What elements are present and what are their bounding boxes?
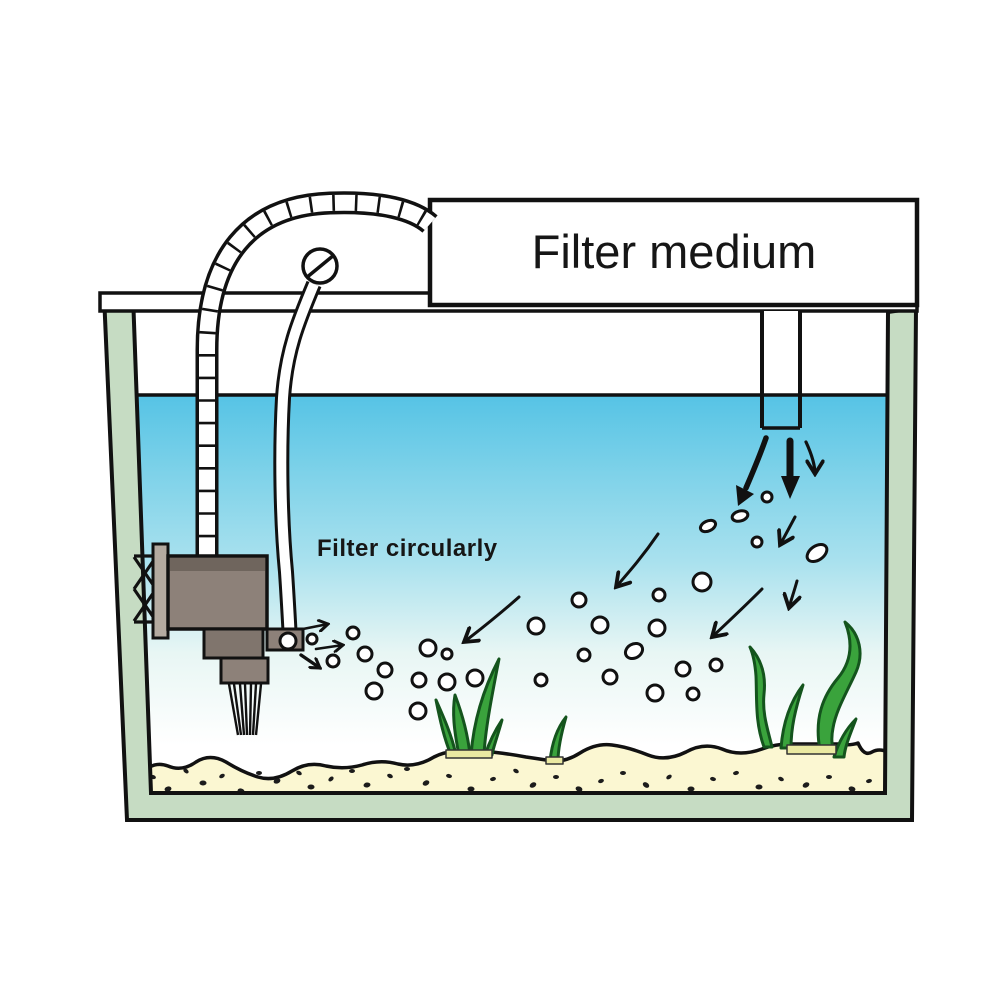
- pump-mid-section: [202, 627, 265, 660]
- power-filter-pump: [132, 542, 305, 736]
- pump-flange: [151, 542, 170, 640]
- plant-right: [748, 620, 862, 759]
- water-flow-arrows: [464, 435, 815, 642]
- flow-arrow: [789, 579, 797, 608]
- plant-small: [545, 715, 568, 765]
- intake-strainer: [227, 683, 263, 736]
- filter-circularly-label: Filter circularly: [317, 535, 498, 562]
- sand-speckles: [150, 767, 872, 794]
- outlet-flow: [299, 624, 394, 701]
- flow-arrow: [804, 440, 815, 474]
- airline-tube: [273, 280, 322, 641]
- flow-arrow: [616, 532, 660, 587]
- flow-arrow: [464, 595, 521, 642]
- flow-arrow-thick-curved: [743, 435, 769, 491]
- plant-small-base: [545, 756, 564, 765]
- return-tube: [760, 310, 802, 430]
- filter-medium-label: Filter medium: [531, 224, 817, 278]
- plant-right-base: [786, 744, 837, 755]
- plant-left: [434, 657, 504, 759]
- outlet-bubbles: [305, 625, 394, 701]
- flow-arrow: [712, 587, 764, 637]
- pump-body-top: [170, 558, 265, 571]
- filter-medium-box: [427, 197, 920, 308]
- flow-arrowhead: [736, 485, 754, 506]
- outlet-arrows: [299, 624, 343, 670]
- plant-left-base: [445, 749, 493, 759]
- airline-connector: [278, 631, 298, 651]
- flow-arrowhead: [781, 476, 800, 499]
- corrugated-hose: [195, 191, 438, 560]
- bubbles: [408, 490, 829, 721]
- flow-arrow: [780, 515, 797, 545]
- pump-lower-section: [219, 656, 270, 685]
- air-valve-suction-cup: [301, 247, 339, 285]
